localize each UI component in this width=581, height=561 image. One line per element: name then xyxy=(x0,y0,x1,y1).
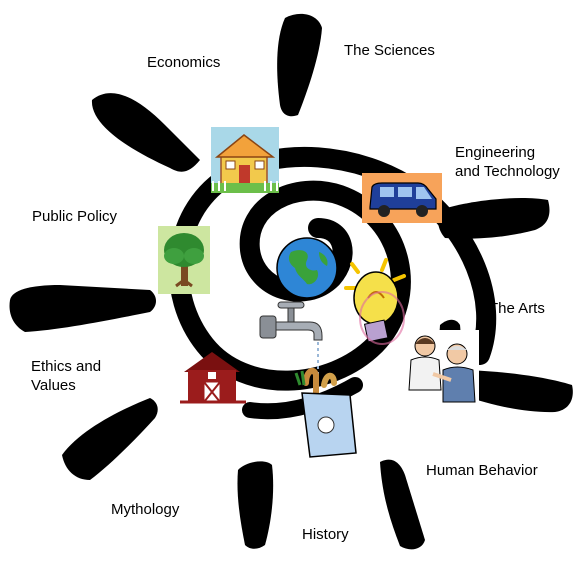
spiral xyxy=(168,147,497,391)
ray-history xyxy=(380,459,425,550)
label-ethics: Ethics and Values xyxy=(31,358,102,394)
ray-economics xyxy=(91,93,200,172)
label-sciences: The Sciences xyxy=(344,42,435,59)
ray-mythology xyxy=(237,461,274,549)
ray-sciences xyxy=(277,13,322,117)
house-icon xyxy=(211,127,279,193)
label-history: History xyxy=(302,526,349,543)
label-human-behavior: Human Behavior xyxy=(426,462,538,479)
label-arts: The Arts xyxy=(489,300,545,317)
ray-engineering xyxy=(437,198,550,239)
barn-icon xyxy=(180,352,246,404)
label-economics: Economics xyxy=(147,54,221,71)
grocery-bag-icon xyxy=(294,367,357,458)
lightbulb-icon xyxy=(344,258,406,345)
ray-human-behavior-upper xyxy=(452,370,573,413)
label-mythology: Mythology xyxy=(111,501,180,518)
tree-icon xyxy=(158,226,210,294)
label-public-policy: Public Policy xyxy=(32,208,118,225)
ray-ethics xyxy=(62,398,158,480)
van-icon xyxy=(362,173,442,223)
globe-icon xyxy=(276,237,338,299)
spiral-tail xyxy=(242,377,363,420)
label-engineering: Engineering and Technology xyxy=(455,144,560,180)
nurse-patient-icon xyxy=(403,330,479,404)
ray-public-policy xyxy=(9,285,156,332)
